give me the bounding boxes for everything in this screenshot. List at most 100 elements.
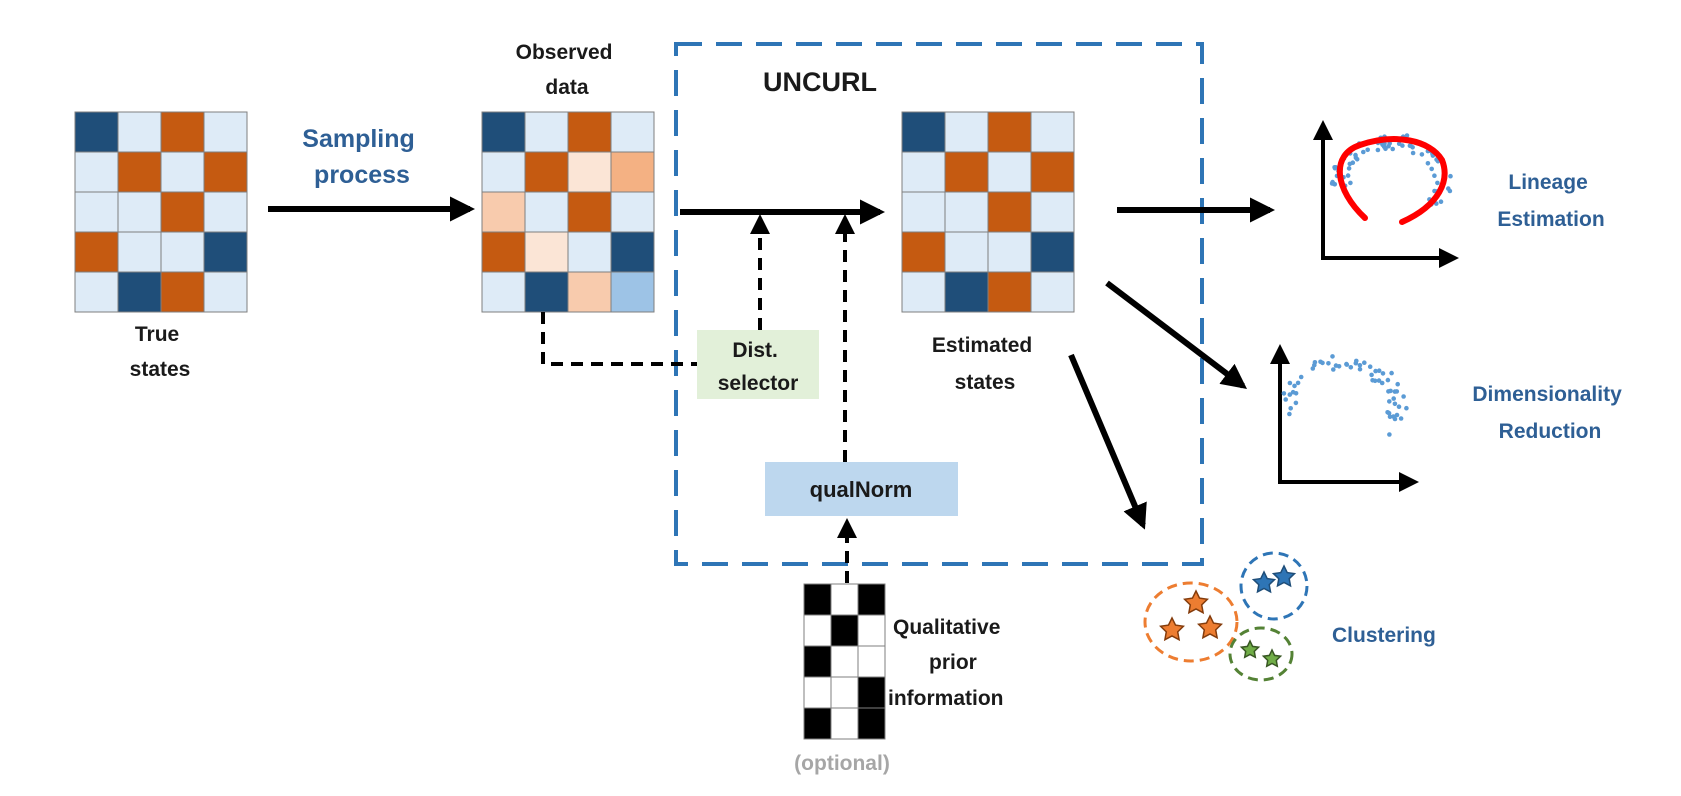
dimred-arrow <box>1105 280 1248 390</box>
matrix-cell <box>524 151 569 193</box>
scatter-dot <box>1391 414 1396 419</box>
matrix-cell <box>987 231 1032 273</box>
matrix-cell <box>830 645 859 678</box>
dist-selector-box <box>697 330 819 399</box>
cell-shape <box>1183 589 1209 615</box>
matrix-cell <box>944 151 989 193</box>
scatter-dot <box>1332 182 1338 187</box>
matrix-cell <box>803 614 832 647</box>
scatter-dot <box>1295 380 1301 386</box>
matrix-cell <box>74 231 119 273</box>
matrix-cell <box>203 231 248 273</box>
matrix-cell <box>857 645 886 678</box>
cluster-blue <box>1239 551 1309 621</box>
scatter-dot <box>1388 388 1393 394</box>
cell-shape <box>1159 616 1185 642</box>
uncurl-title: UNCURL <box>763 67 877 97</box>
scatter-dot <box>1333 363 1339 368</box>
matrix-cell <box>1030 191 1075 233</box>
matrix-cell <box>524 231 569 273</box>
scatter-dot <box>1298 374 1304 380</box>
scatter-dot <box>1354 358 1359 364</box>
scatter-dot <box>1361 149 1366 155</box>
scatter-dot <box>1287 392 1293 397</box>
scatter-dot <box>1287 411 1292 417</box>
scatter-dot <box>1330 354 1335 359</box>
matrix-cell <box>610 191 655 233</box>
scatter-dot <box>1348 180 1353 186</box>
matrix-cell <box>803 645 832 678</box>
matrix-cell <box>203 191 248 233</box>
matrix-cell <box>117 191 162 233</box>
scatter-dot <box>1353 155 1359 160</box>
scatter-dot <box>1385 377 1391 383</box>
scatter-dot <box>1401 394 1406 399</box>
observed-to-selector-dashed <box>541 312 697 366</box>
matrix-cell <box>74 271 119 313</box>
matrix-cell <box>803 676 832 709</box>
scatter-dot <box>1432 173 1437 178</box>
qualitative-prior-matrix <box>803 583 886 740</box>
qualnorm-label: qualNorm <box>810 477 913 502</box>
optional-label: (optional) <box>794 752 890 775</box>
matrix-cell <box>117 271 162 313</box>
scatter-dot <box>1344 362 1350 367</box>
scatter-dot <box>1326 361 1331 366</box>
scatter-dot <box>1410 150 1416 156</box>
matrix-cell <box>1030 111 1075 153</box>
estimated-states-label: Estimated states <box>932 334 1038 394</box>
dimred-plot <box>1270 344 1419 492</box>
matrix-cell <box>567 111 612 153</box>
scatter-dot <box>1404 405 1409 411</box>
matrix-cell <box>987 151 1032 193</box>
qualnorm-box <box>765 462 958 516</box>
matrix-cell <box>1030 151 1075 193</box>
matrix-cell <box>524 191 569 233</box>
scatter-dot <box>1380 142 1385 147</box>
matrix-cell <box>1030 271 1075 313</box>
scatter-dot <box>1395 381 1400 387</box>
sampling-process-label: Sampling process <box>302 125 421 189</box>
matrix-cell <box>857 583 886 616</box>
scatter-dot <box>1357 363 1363 368</box>
scatter-dot <box>1429 166 1434 172</box>
matrix-cell <box>160 191 205 233</box>
lineage-estimation-label: Lineage Estimation <box>1497 171 1604 231</box>
matrix-cell <box>901 191 946 233</box>
uncurl-boundary-box <box>674 42 1204 566</box>
scatter-dot <box>1389 370 1394 376</box>
matrix-cell <box>203 151 248 193</box>
estimated-states-matrix <box>901 111 1075 313</box>
true-states-matrix <box>74 111 248 313</box>
scatter-dot <box>1398 416 1404 421</box>
scatter-dot <box>1367 364 1373 370</box>
dimensionality-reduction-label: Dimensionality Reduction <box>1472 383 1627 443</box>
matrix-cell <box>987 111 1032 153</box>
matrix-cell <box>160 111 205 153</box>
scatter-dot <box>1281 391 1287 396</box>
matrix-cell <box>987 271 1032 313</box>
matrix-cell <box>203 271 248 313</box>
scatter-dot <box>1419 152 1425 157</box>
observed-data-matrix <box>481 111 655 313</box>
matrix-cell <box>481 151 526 193</box>
scatter-dot <box>1383 146 1388 152</box>
scatter-dot <box>1408 143 1413 148</box>
scatter-dot <box>1331 367 1336 372</box>
matrix-cell <box>160 151 205 193</box>
scatter-dot <box>1379 380 1385 386</box>
matrix-cell <box>481 191 526 233</box>
scatter-dot <box>1392 401 1398 407</box>
cell-shape <box>1261 648 1283 668</box>
matrix-cell <box>524 271 569 313</box>
matrix-cell <box>803 583 832 616</box>
cell-shape <box>1251 570 1277 594</box>
scatter-dot <box>1391 396 1396 401</box>
matrix-cell <box>857 676 886 709</box>
matrix-cell <box>481 231 526 273</box>
matrix-cell <box>944 191 989 233</box>
scatter-dot <box>1376 378 1382 383</box>
matrix-cell <box>857 614 886 647</box>
matrix-cell <box>117 151 162 193</box>
